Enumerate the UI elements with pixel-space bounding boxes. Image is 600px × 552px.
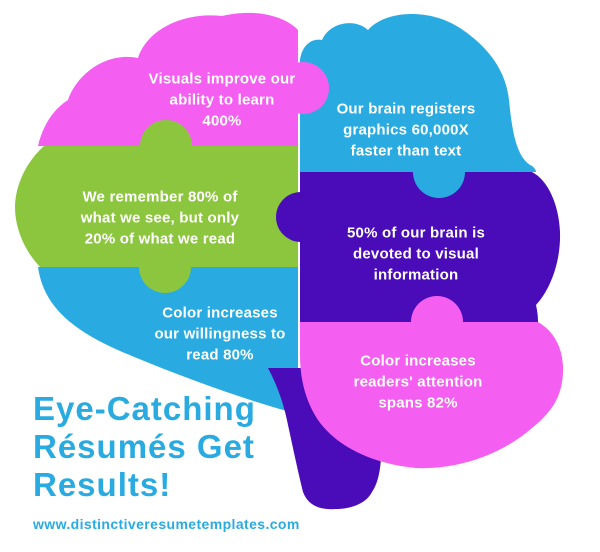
stat-line: We remember 80% of <box>82 188 238 206</box>
stat-remember-what-we-see: We remember 80% of what we see, but only… <box>40 187 280 250</box>
puzzle-knob-green-bottom <box>139 241 191 293</box>
title-line: Eye-Catching <box>33 390 256 427</box>
stat-line: 400% <box>202 112 242 130</box>
stat-line: Color increases <box>162 304 278 322</box>
stat-line: information <box>373 266 459 284</box>
puzzle-piece-blue-bottom-left <box>38 267 298 414</box>
puzzle-piece-blue-top-right <box>300 13 536 173</box>
stat-brain-devoted-visual: 50% of our brain is devoted to visual in… <box>311 223 521 286</box>
stat-line: faster than text <box>350 142 462 160</box>
puzzle-knob-pink-right <box>277 62 329 114</box>
stat-line: graphics 60,000X <box>343 121 469 139</box>
page-title: Eye-Catching Résumés Get Results! <box>33 390 256 504</box>
website-url: www.distinctiveresumetemplates.com <box>33 516 300 532</box>
puzzle-piece-pink-top-left <box>38 12 298 146</box>
stat-line: spans 82% <box>378 394 458 412</box>
stat-line: 20% of what we read <box>84 230 236 248</box>
stat-line: what we see, but only <box>80 209 240 227</box>
stat-line: Visuals improve our <box>148 70 296 88</box>
puzzle-piece-purple-middle-right <box>300 172 561 322</box>
puzzle-piece-green-middle-left <box>15 146 298 267</box>
puzzle-knob-pink-up <box>411 296 463 348</box>
stat-line: our willingness to <box>154 325 286 343</box>
stat-line: 50% of our brain is <box>347 224 485 242</box>
title-line: Results! <box>33 466 172 503</box>
stat-visuals-improve-learning: Visuals improve our ability to learn 400… <box>127 69 317 132</box>
stat-brain-registers-graphics: Our brain registers graphics 60,000X fas… <box>306 99 506 162</box>
puzzle-knob-green-top <box>140 120 192 172</box>
stat-line: Color increases <box>360 352 476 370</box>
stat-line: read 80% <box>186 346 254 364</box>
puzzle-knob-blue-down <box>413 146 465 198</box>
puzzle-piece-pink-bottom-right <box>300 322 564 469</box>
puzzle-knob-purple-left <box>276 192 326 242</box>
stat-color-willingness-read: Color increases our willingness to read … <box>115 303 325 366</box>
stat-line: readers' attention <box>353 373 483 391</box>
stat-line: devoted to visual <box>353 245 479 263</box>
stat-color-attention-spans: Color increases readers' attention spans… <box>318 351 518 414</box>
title-line: Résumés Get <box>33 428 255 465</box>
stat-line: ability to learn <box>169 91 275 109</box>
stat-line: Our brain registers <box>336 100 476 118</box>
